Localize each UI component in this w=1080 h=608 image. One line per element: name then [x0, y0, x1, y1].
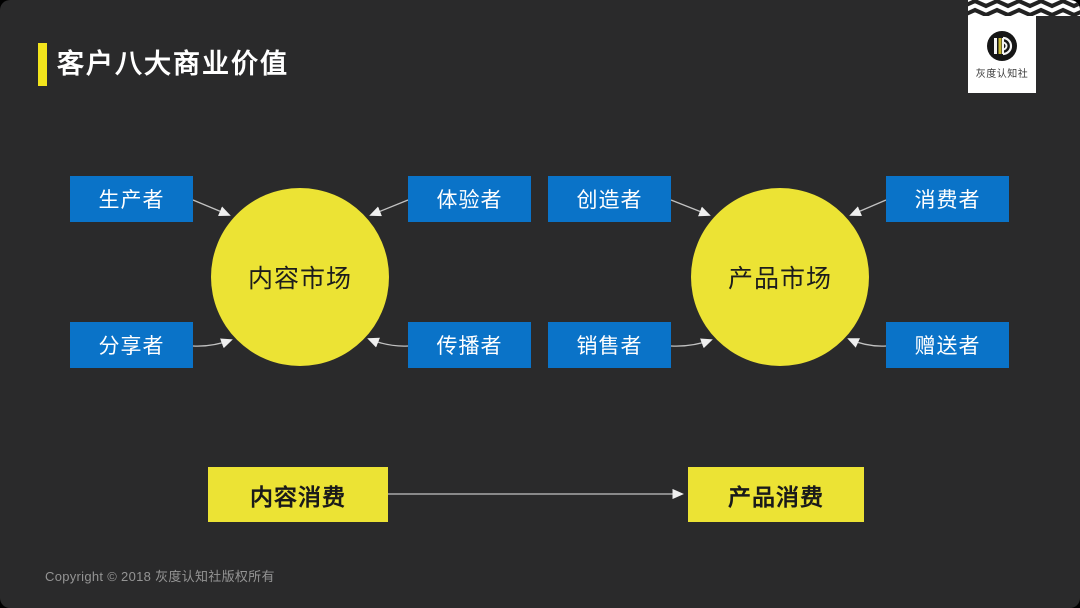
flow-box-product-consumption: 产品消费 — [688, 467, 864, 522]
node-consumer: 消费者 — [886, 176, 1009, 222]
node-label: 分享者 — [98, 335, 165, 358]
node-label: 销售者 — [576, 335, 643, 358]
node-label: 生产者 — [98, 189, 165, 212]
node-label: 赠送者 — [914, 335, 981, 358]
node-label: 消费者 — [914, 189, 981, 212]
node-label: 传播者 — [436, 335, 503, 358]
node-label: 创造者 — [576, 189, 643, 212]
copyright-text: Copyright © 2018 灰度认知社版权所有 — [45, 569, 275, 584]
title-accent-bar — [38, 43, 47, 86]
node-seller: 销售者 — [548, 322, 671, 368]
circle-product-market: 产品市场 — [691, 188, 869, 366]
node-sharer: 分享者 — [70, 322, 193, 368]
node-spreader: 传播者 — [408, 322, 531, 368]
node-producer: 生产者 — [70, 176, 193, 222]
node-label: 体验者 — [436, 189, 503, 212]
page-title: 客户八大商业价值 — [57, 49, 289, 79]
circle-label: 产品市场 — [727, 265, 832, 293]
brand-logo-icon — [987, 31, 1017, 61]
circle-label: 内容市场 — [247, 265, 352, 293]
node-gifter: 赠送者 — [886, 322, 1009, 368]
flow-label: 产品消费 — [728, 483, 824, 510]
title-block: 客户八大商业价值 — [38, 43, 289, 86]
node-experiencer: 体验者 — [408, 176, 531, 222]
flow-box-content-consumption: 内容消费 — [208, 467, 388, 522]
circle-content-market: 内容市场 — [211, 188, 389, 366]
brand-name-label: 灰度认知社 — [975, 69, 1029, 80]
zigzag-pattern — [968, 0, 1080, 16]
flow-label: 内容消费 — [250, 483, 346, 510]
node-creator: 创造者 — [548, 176, 671, 222]
